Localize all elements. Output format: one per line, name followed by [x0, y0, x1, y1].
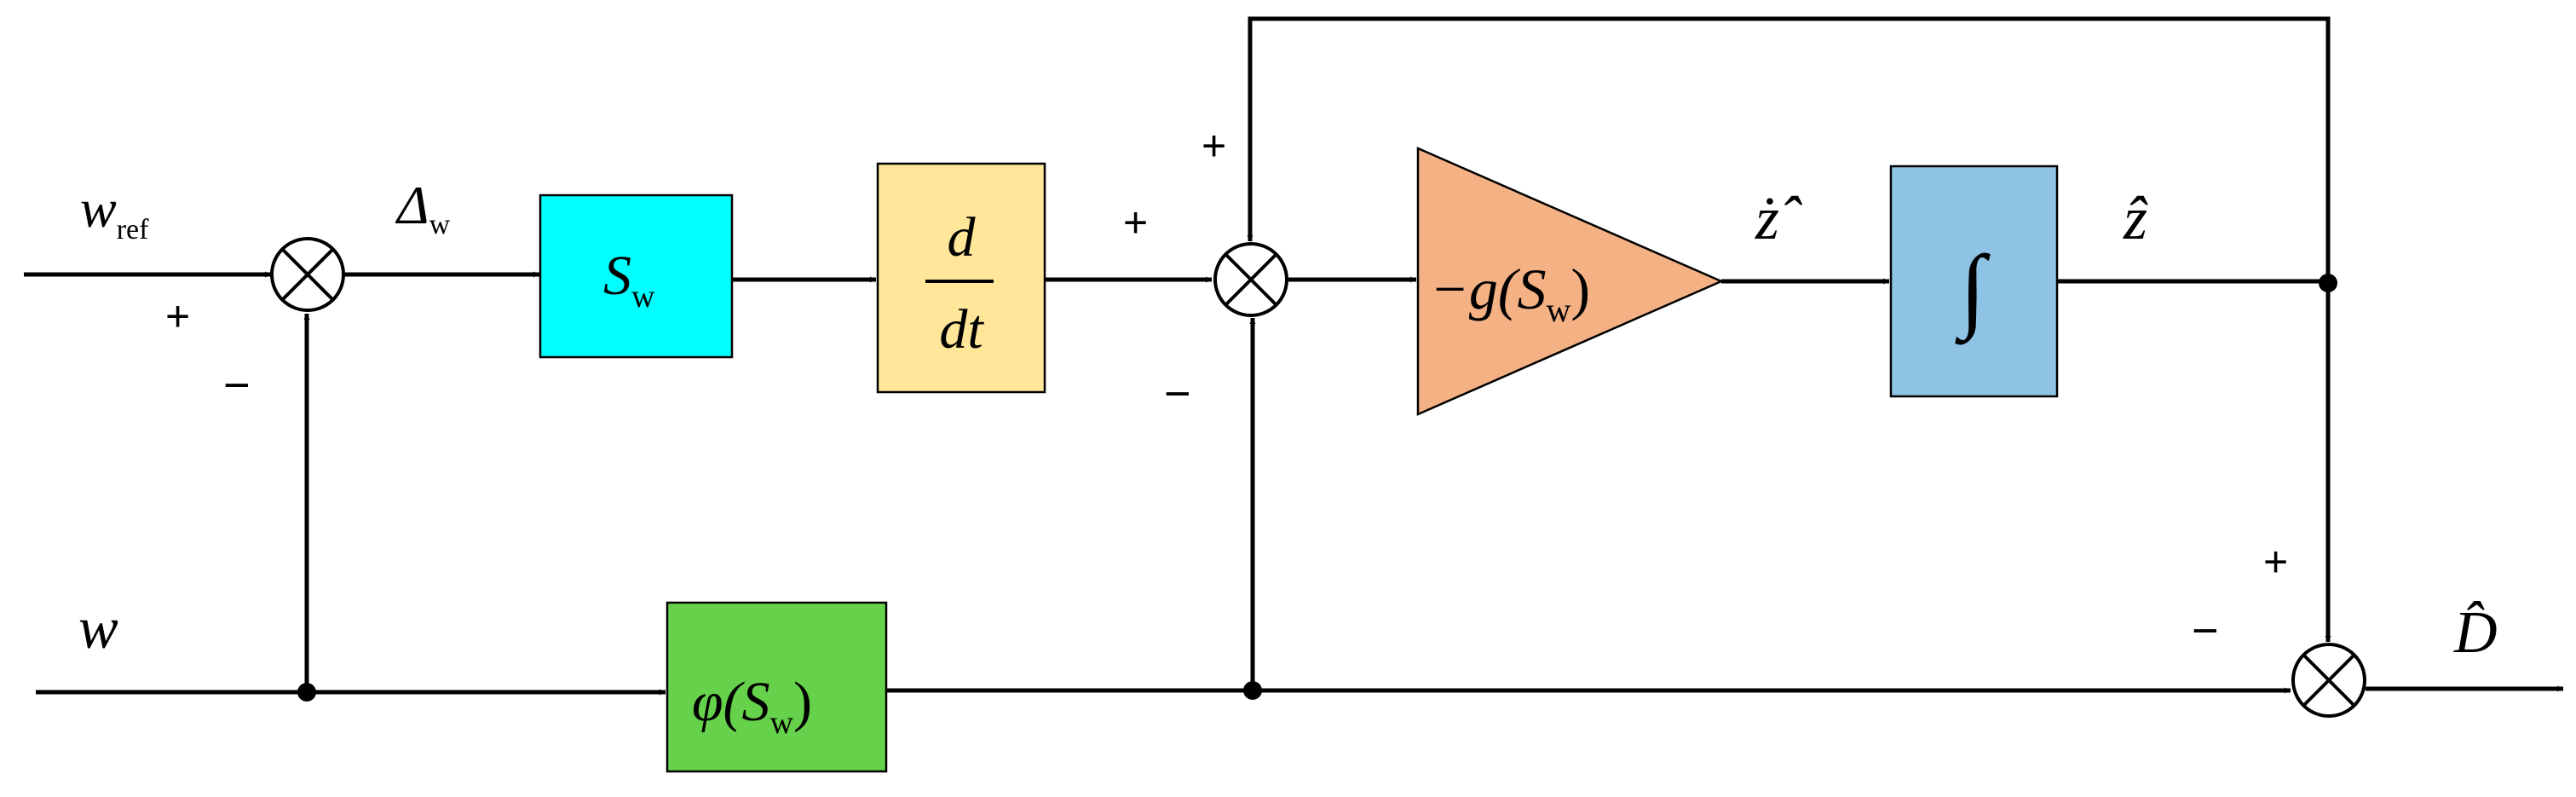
gain-block-label: −g(Sw): [1430, 257, 1590, 329]
w-label: w: [78, 596, 118, 661]
sj1-minus-sign: −: [223, 360, 251, 411]
sj1-plus-sign: +: [165, 292, 190, 340]
sj2-plus-top-sign: +: [1202, 122, 1226, 170]
delta-label: Δw: [395, 175, 451, 240]
wref-label: wref: [80, 178, 149, 245]
junction-dot-zhat: [2319, 274, 2337, 292]
sj2-minus-sign: −: [1164, 368, 1191, 419]
wires: [24, 16, 2563, 696]
derivative-block: d dt: [876, 162, 1046, 394]
junction-dot-phi: [1243, 681, 1262, 700]
phi-block: φ(Sw): [666, 601, 888, 773]
sw-block: Sw: [539, 193, 734, 359]
d-hat-label: D̂: [2453, 600, 2498, 666]
summing-junction-1: [270, 237, 345, 312]
integrator-block: ∫: [1889, 165, 2059, 398]
sw-block-label: Sw: [603, 245, 655, 315]
derivative-denominator: dt: [939, 298, 984, 361]
z-hat-label: ẑ: [2123, 184, 2148, 252]
sj3-minus-sign: −: [2192, 605, 2219, 656]
integral-icon: ∫: [1955, 236, 1991, 345]
gain-block: −g(Sw): [1416, 147, 1725, 416]
summing-junction-3: [2291, 643, 2366, 718]
sj3-plus-sign: +: [2263, 538, 2288, 586]
z-dot-hat-label: ż̂: [1755, 184, 1802, 252]
derivative-numerator: d: [948, 206, 977, 269]
summing-junction-2: [1213, 242, 1288, 317]
phi-block-label: φ(Sw): [692, 671, 812, 741]
sj2-plus-left-sign: +: [1123, 199, 1148, 246]
wire-top-feedback: [1247, 16, 2331, 281]
junction-dot-w: [297, 683, 316, 702]
